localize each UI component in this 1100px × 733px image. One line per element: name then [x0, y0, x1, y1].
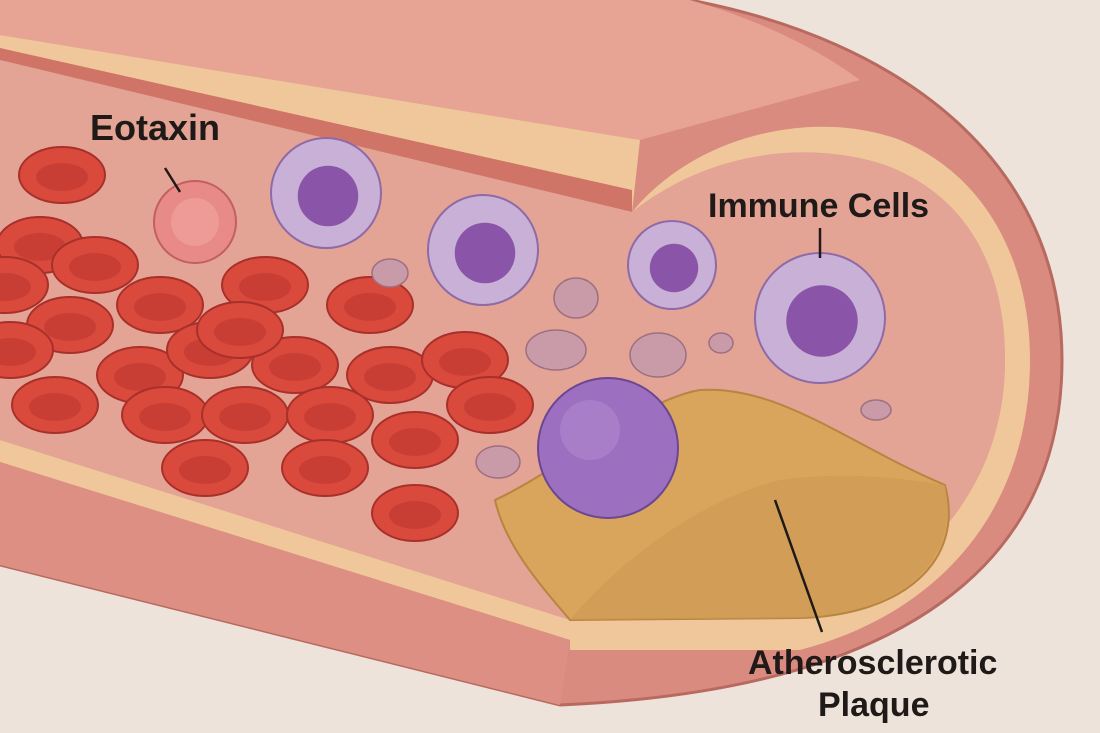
vessel-top-cut-face [0, 0, 860, 140]
immune-cell [427, 194, 539, 306]
red-blood-cell [11, 376, 99, 434]
red-blood-cell [286, 386, 374, 444]
vesicle [708, 332, 734, 354]
eotaxin-core [171, 198, 219, 246]
vessel-bottom-band [0, 440, 570, 640]
red-blood-cell [371, 484, 459, 542]
red-blood-cell [18, 146, 106, 204]
red-blood-cell [51, 236, 139, 294]
red-blood-cell [116, 276, 204, 334]
vesicle [860, 399, 892, 421]
vessel-wall-band-inner [0, 48, 632, 212]
red-blood-cells [0, 146, 534, 542]
red-blood-cell [346, 346, 434, 404]
vesicle [371, 258, 409, 288]
immune-cells-label: Immune Cells [708, 187, 929, 225]
red-blood-cell [196, 301, 284, 359]
plaque-lower-layer [570, 475, 948, 620]
red-blood-cell [121, 386, 209, 444]
immune-cell [754, 252, 886, 384]
vessel-bottom-cut-face [0, 462, 570, 705]
vesicle [629, 332, 687, 378]
immune-cells [270, 137, 886, 519]
eotaxin-leader-line [163, 167, 182, 193]
nucleus [297, 165, 359, 227]
vesicle [525, 329, 587, 371]
red-blood-cell [446, 376, 534, 434]
immune-cell [627, 220, 717, 310]
nucleus [786, 285, 858, 357]
red-blood-cell [0, 256, 49, 314]
nucleus [454, 222, 516, 284]
red-blood-cell [0, 321, 54, 379]
immune-cell [270, 137, 382, 249]
vesicles [371, 258, 892, 479]
red-blood-cell [281, 439, 369, 497]
vesicle [475, 445, 521, 479]
plaque-label-line1: Atherosclerotic [748, 644, 997, 682]
plaque-leader-line [773, 499, 824, 633]
red-blood-cell [251, 336, 339, 394]
vesicle [553, 277, 599, 319]
macrophage [537, 377, 679, 519]
red-blood-cell [326, 276, 414, 334]
red-blood-cell [201, 386, 289, 444]
plaque-label-line2: Plaque [818, 686, 929, 724]
red-blood-cell [161, 439, 249, 497]
eotaxin-label: Eotaxin [90, 107, 220, 148]
nucleus [649, 243, 699, 293]
red-blood-cell [371, 411, 459, 469]
